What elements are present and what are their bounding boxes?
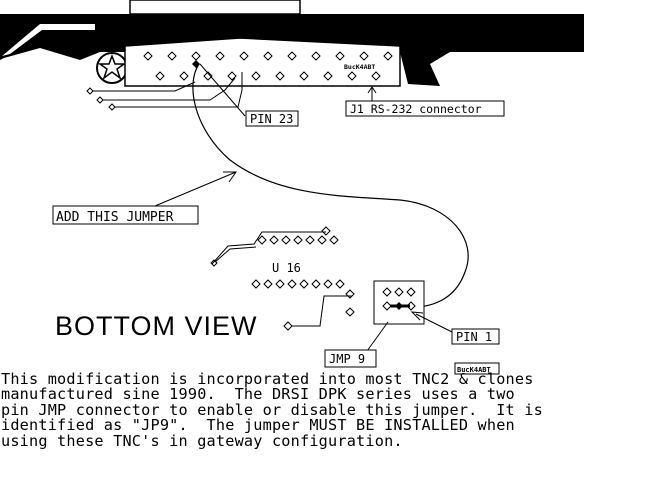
- j1-pointer: [349, 88, 373, 102]
- u16-traces: [210, 231, 352, 327]
- j1-arrowhead-icon: [367, 86, 377, 94]
- pin1-pointer: [410, 311, 453, 333]
- jmp9-shorting-marker-icon: [395, 302, 403, 310]
- bottom-view-label: BOTTOM VIEW: [55, 311, 258, 341]
- pin23-label-box: [245, 110, 299, 127]
- pin1-label: PIN 1: [456, 330, 492, 344]
- jmp9-label: JMP 9: [329, 352, 365, 366]
- board-marking-label: BucK4ABT: [344, 63, 375, 71]
- j1-connector-body: [124, 37, 401, 87]
- description-line: pin JMP connector to enable or disable t…: [1, 400, 543, 419]
- description-line: manufactured sine 1990. The DRSI DPK ser…: [1, 385, 515, 404]
- white-trace-cutout: [2, 24, 95, 56]
- pin1-label-box: [451, 328, 500, 345]
- description-line: This modification is incorporated into m…: [1, 370, 534, 388]
- description-line: identified as "JP9". The jumper MUST BE …: [1, 416, 515, 435]
- j1-connector-label: J1 RS-232 connector: [350, 102, 482, 116]
- add-jumper-arrow: [154, 171, 237, 207]
- add-jumper-label-box: [52, 205, 199, 225]
- mounting-screw-icon: [96, 52, 128, 84]
- u16-label: U 16: [272, 261, 301, 275]
- connector-shell-top: [129, 0, 301, 15]
- jumper-wire: [192, 63, 469, 309]
- footer-marking-label: BucK4ABT: [457, 366, 491, 374]
- u16-pins: [251, 226, 355, 331]
- description-line: using these TNC's in gateway configurati…: [1, 431, 403, 450]
- pin23-label: PIN 23: [250, 112, 293, 126]
- pin23-pointer: [199, 63, 246, 117]
- footer-marking-box: [454, 362, 500, 375]
- add-jumper-label: ADD THIS JUMPER: [56, 210, 174, 225]
- j1-connector-pins: [143, 51, 393, 81]
- description-paragraph: This modification is incorporated into m…: [1, 370, 655, 450]
- jmp9-label-box: [324, 349, 377, 368]
- left-traces: [86, 72, 243, 111]
- j1-label-box: [345, 100, 505, 117]
